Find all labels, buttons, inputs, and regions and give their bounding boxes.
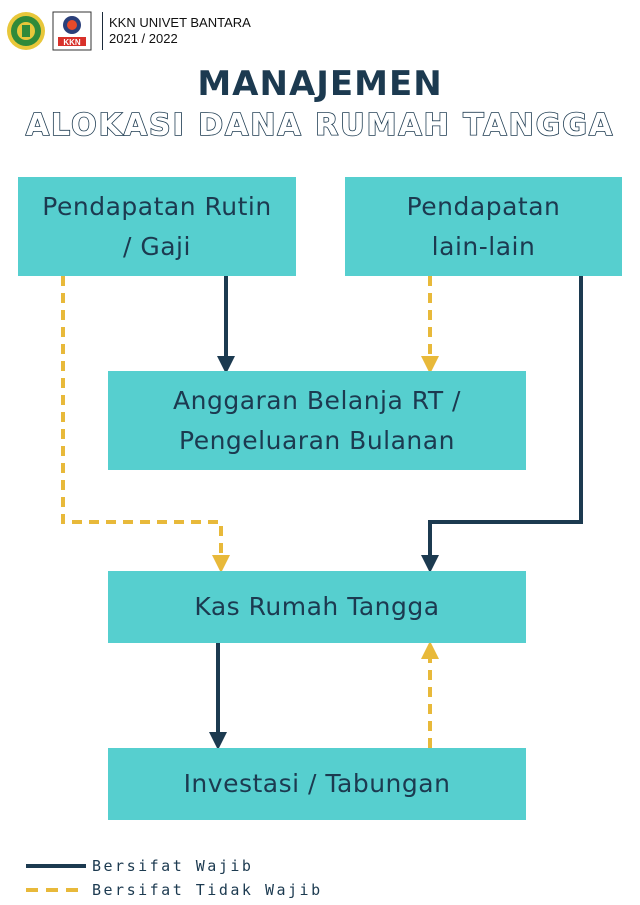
edge-gaji-kas — [61, 276, 230, 573]
org-name: KKN UNIVET BANTARA — [109, 15, 251, 30]
legend-solid-line — [26, 864, 86, 868]
node-kas-rumah-tangga-label: Kas Rumah Tangga — [194, 592, 440, 621]
kkn-logo-text: KKN — [63, 38, 81, 47]
legend-dashed-label: Bersifat Tidak Wajib — [92, 881, 323, 899]
node-anggaran-belanja: Anggaran Belanja RT / Pengeluaran Bulana… — [108, 371, 526, 470]
node-anggaran-belanja-label: Anggaran Belanja RT / Pengeluaran Bulana… — [173, 385, 461, 455]
node-pendapatan-rutin: Pendapatan Rutin / Gaji — [18, 177, 296, 276]
node-pendapatan-rutin-label: Pendapatan Rutin / Gaji — [42, 191, 272, 261]
legend-solid-label: Bersifat Wajib — [92, 857, 254, 875]
legend-solid: Bersifat Wajib — [26, 857, 253, 875]
page-subtitle: ALOKASI DANA RUMAH TANGGA — [25, 107, 615, 144]
page-title: MANAJEMEN — [197, 64, 443, 104]
kkn-logo: KKN — [52, 11, 92, 51]
header: KKN KKN UNIVET BANTARA 2021 / 2022 — [6, 6, 251, 56]
node-pendapatan-lain-label: Pendapatan lain-lain — [406, 191, 561, 261]
academic-year: 2021 / 2022 — [109, 31, 178, 46]
node-investasi-tabungan: Investasi / Tabungan — [108, 748, 526, 820]
header-divider — [102, 12, 103, 50]
node-investasi-tabungan-label: Investasi / Tabungan — [183, 769, 451, 798]
node-kas-rumah-tangga: Kas Rumah Tangga — [108, 571, 526, 643]
node-pendapatan-lain: Pendapatan lain-lain — [345, 177, 622, 276]
header-text: KKN UNIVET BANTARA 2021 / 2022 — [109, 15, 251, 47]
edge-lain-kas — [421, 276, 583, 573]
legend-dashed: Bersifat Tidak Wajib — [26, 881, 323, 899]
university-logo — [6, 11, 46, 51]
legend-dashed-line — [26, 888, 86, 892]
